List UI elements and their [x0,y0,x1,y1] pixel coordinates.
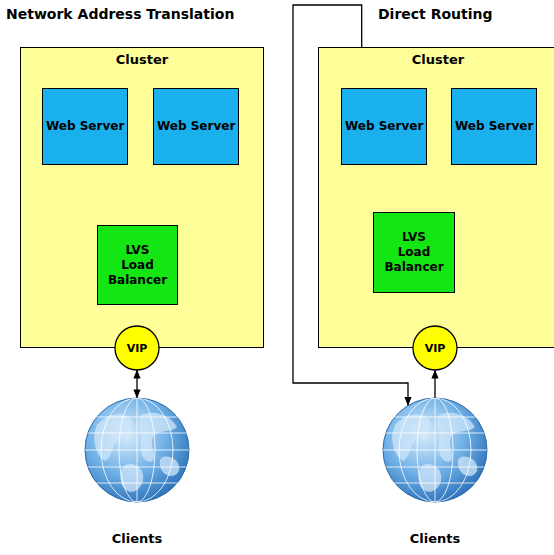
web-server-box: Web Server [153,88,239,165]
clients-globe: Clients [377,395,493,546]
cluster-heading: Cluster [21,52,263,67]
web-server-box: Web Server [42,88,128,165]
panel-title: Direct Routing [378,6,493,22]
node-label: Web Server [455,119,533,134]
clients-label: Clients [79,531,195,546]
node-label: Web Server [345,119,423,134]
web-server-box: Web Server [341,88,427,165]
load-balancer-box: LVS Load Balancer [373,212,455,293]
cluster-region: ClusterWeb Server Web ServerLVS Load Bala… [318,47,554,348]
clients-label: Clients [377,531,493,546]
node-label: Web Server [46,119,124,134]
connector-line [434,370,435,398]
vip-circle: VIP [114,325,160,371]
globe-icon [79,395,195,505]
clients-globe: Clients [79,395,195,546]
node-label: LVS Load Balancer [108,243,167,288]
node-label: VIP [425,342,446,355]
load-balancer-box: LVS Load Balancer [97,225,178,305]
cluster-region: ClusterWeb Server Web ServerLVS Load Bala… [20,47,264,348]
node-label: VIP [127,342,148,355]
vip-circle: VIP [412,325,458,371]
globe-icon [377,395,493,505]
web-server-box: Web Server [451,88,537,165]
node-label: Web Server [157,119,235,134]
panel-title: Network Address Translation [6,6,234,22]
cluster-heading: Cluster [319,52,554,67]
connector-line [136,370,137,398]
node-label: LVS Load Balancer [384,230,443,275]
